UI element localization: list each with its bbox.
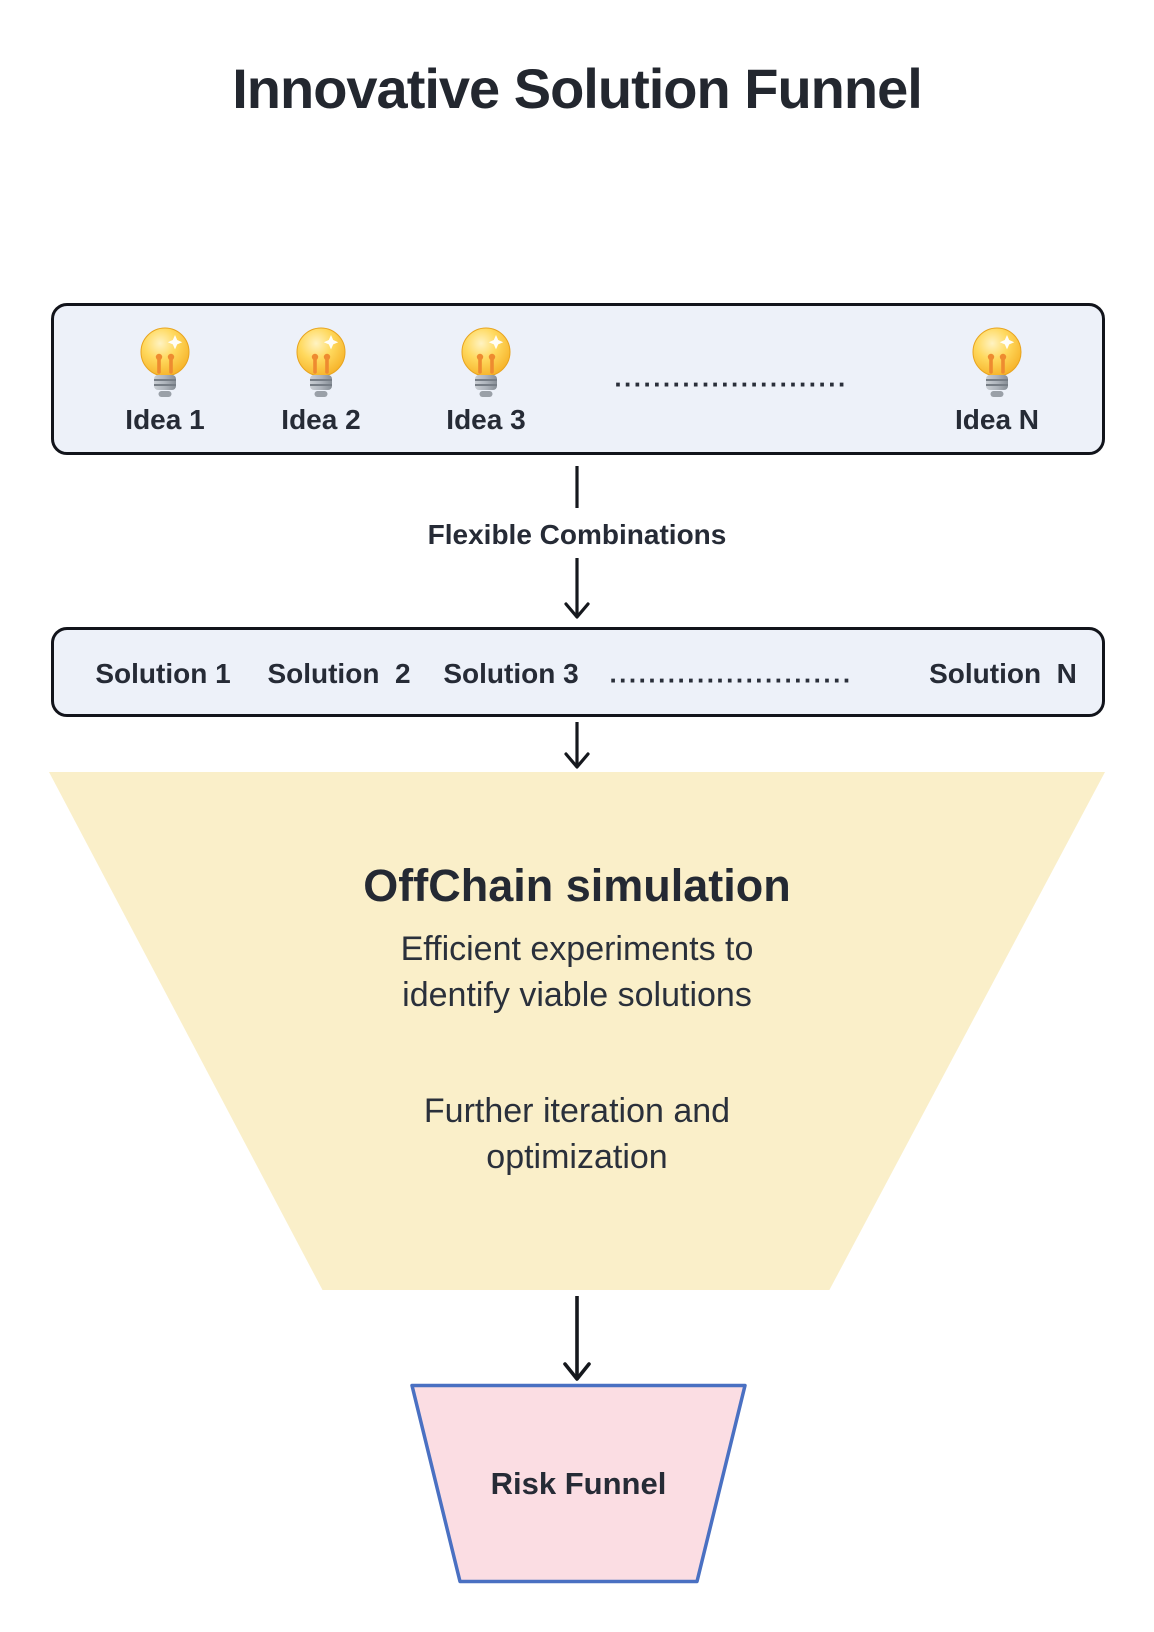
page-title: Innovative Solution Funnel	[232, 57, 923, 120]
idea-item-n: Idea N	[917, 326, 1077, 436]
solution-label-1: Solution 1	[95, 658, 231, 689]
risk-funnel-label: Risk Funnel	[490, 1466, 667, 1501]
risk-funnel-shape	[410, 1383, 747, 1584]
funnel-note-line: Further iteration and	[423, 1092, 731, 1130]
risk-funnel: Risk Funnel	[408, 1383, 749, 1584]
idea-label: Idea 3	[446, 404, 526, 435]
idea-item-2: Idea 2	[241, 326, 401, 436]
down-arrow-icon	[564, 722, 590, 769]
ellipsis-dots: .........................	[609, 658, 853, 689]
idea-item-1: Idea 1	[85, 326, 245, 436]
ellipsis-dots: ........................	[614, 362, 848, 393]
idea-label: Idea 2	[281, 404, 361, 435]
solution-label-3: Solution 3	[443, 658, 579, 689]
light-bulb-icon	[140, 327, 190, 397]
solution-label-2: Solution 2	[267, 658, 411, 689]
idea-item-3: Idea 3	[406, 326, 566, 436]
down-arrow-icon	[563, 1296, 591, 1381]
funnel-note-line: optimization	[486, 1138, 668, 1176]
funnel-description-line: Efficient experiments to	[400, 930, 754, 968]
funnel-title: OffChain simulation	[363, 860, 791, 911]
down-arrow-icon	[564, 558, 590, 619]
funnel-text-block: OffChain simulation Efficient experiment…	[49, 860, 1105, 1180]
light-bulb-icon	[972, 327, 1022, 397]
light-bulb-icon	[461, 327, 511, 397]
solution-label-n: Solution N	[929, 658, 1077, 689]
idea-label: Idea N	[954, 404, 1040, 435]
idea-label: Idea 1	[125, 404, 205, 435]
spacer	[49, 1018, 1105, 1088]
funnel-description-line: identify viable solutions	[402, 976, 752, 1014]
flexible-combinations-label: Flexible Combinations	[427, 519, 727, 550]
ideas-box: Idea 1 Idea 2	[51, 303, 1105, 455]
light-bulb-icon	[296, 327, 346, 397]
connector-line	[575, 466, 579, 508]
offchain-simulation-funnel: OffChain simulation Efficient experiment…	[49, 772, 1105, 1290]
solutions-box: Solution 1 Solution 2 Solution 3 .......…	[51, 627, 1105, 717]
